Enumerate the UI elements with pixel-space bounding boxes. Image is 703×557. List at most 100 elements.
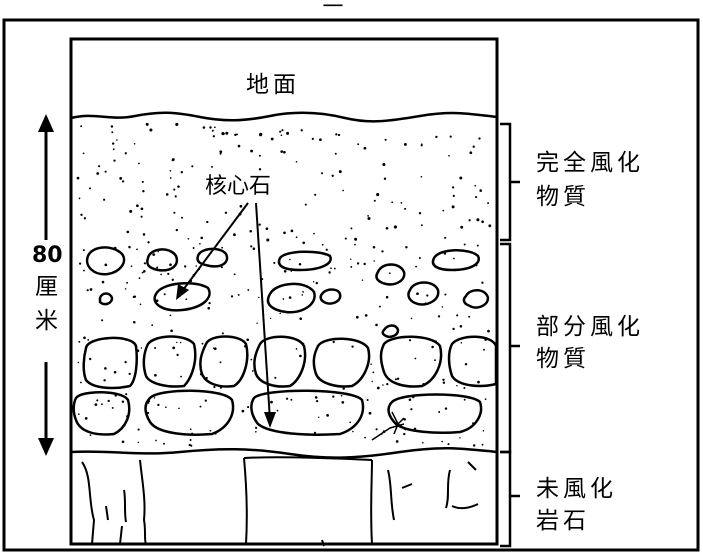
- speckle-dot: [176, 341, 178, 344]
- speckle-dot: [447, 443, 450, 446]
- speckle-dot: [80, 213, 83, 216]
- speckle-dot: [385, 295, 389, 299]
- speckle-dot: [181, 216, 183, 219]
- speckle-dot: [172, 346, 176, 350]
- speckle-dot: [453, 257, 455, 260]
- speckle-dot: [382, 384, 384, 386]
- speckle-dot: [460, 342, 463, 344]
- speckle-dot: [300, 129, 303, 132]
- speckle-dot: [313, 232, 315, 235]
- speckle-dot: [160, 273, 162, 276]
- speckle-dot: [154, 373, 157, 377]
- fully-weathered-label-line1: 完全風化: [536, 150, 644, 176]
- speckle-dot: [373, 199, 376, 202]
- speckle-dot: [225, 131, 229, 135]
- speckle-dot: [76, 176, 80, 180]
- speckle-dot: [211, 129, 214, 132]
- speckle-dot: [207, 306, 210, 310]
- speckle-dot: [314, 193, 317, 196]
- speckle-dot: [349, 421, 352, 424]
- speckle-dot: [478, 137, 481, 140]
- speckle-dot: [279, 130, 282, 133]
- speckle-dot: [237, 144, 241, 148]
- speckle-dot: [326, 414, 329, 417]
- speckle-dot: [141, 180, 144, 183]
- speckle-dot: [338, 170, 342, 174]
- speckle-dot: [153, 397, 156, 399]
- speckle-dot: [151, 324, 154, 327]
- speckle-dot: [241, 409, 245, 413]
- speckle-dot: [138, 162, 140, 165]
- speckle-dot: [283, 269, 287, 273]
- speckle-dot: [119, 176, 123, 180]
- ground-label: 地面: [246, 72, 300, 98]
- speckle-dot: [372, 246, 376, 249]
- speckle-dot: [420, 175, 423, 178]
- speckle-dot: [479, 189, 483, 192]
- speckle-dot: [342, 387, 345, 390]
- speckle-dot: [288, 296, 292, 299]
- speckle-dot: [124, 360, 127, 364]
- speckle-dot: [167, 272, 170, 276]
- speckle-dot: [176, 353, 179, 357]
- speckle-dot: [364, 314, 368, 317]
- speckle-dot: [180, 375, 182, 378]
- speckle-dot: [330, 267, 332, 270]
- speckle-dot: [258, 168, 262, 171]
- speckle-dot: [363, 262, 366, 266]
- speckle-dot: [375, 323, 378, 327]
- speckle-dot: [250, 245, 253, 248]
- depth-value-label: 80: [32, 243, 63, 268]
- speckle-dot: [487, 202, 490, 205]
- speckle-dot: [382, 162, 386, 167]
- speckle-dot: [187, 237, 190, 240]
- speckle-dot: [363, 146, 367, 150]
- speckle-dot: [367, 216, 371, 221]
- speckle-dot: [230, 295, 234, 298]
- speckle-dot: [201, 342, 204, 345]
- speckle-dot: [221, 332, 224, 335]
- speckle-dot: [80, 381, 82, 384]
- speckle-dot: [88, 187, 92, 190]
- speckle-dot: [251, 370, 254, 372]
- speckle-dot: [370, 363, 372, 365]
- speckle-dot: [273, 261, 276, 264]
- speckle-dot: [133, 143, 136, 145]
- speckle-dot: [376, 193, 380, 197]
- figure-title-fragment: 三: [322, 0, 344, 12]
- speckle-dot: [331, 174, 334, 177]
- speckle-dot: [234, 133, 237, 137]
- speckle-dot: [302, 241, 306, 245]
- speckle-dot: [274, 376, 277, 379]
- speckle-dot: [459, 325, 463, 328]
- speckle-dot: [236, 133, 239, 136]
- speckle-dot: [142, 190, 145, 193]
- speckle-dot: [155, 439, 157, 442]
- speckle-dot: [80, 125, 83, 128]
- speckle-dot: [224, 211, 228, 214]
- speckle-dot: [295, 160, 298, 163]
- speckle-dot: [481, 220, 484, 223]
- bedrock-joints: [81, 456, 479, 547]
- speckle-dot: [266, 238, 270, 242]
- speckle-dot: [350, 265, 353, 268]
- speckle-dot: [96, 172, 100, 175]
- speckle-dot: [408, 398, 412, 401]
- speckle-dot: [233, 233, 236, 237]
- speckle-dot: [451, 186, 455, 189]
- speckle-dot: [469, 151, 473, 155]
- speckle-dot: [314, 396, 318, 399]
- speckle-dot: [191, 165, 194, 168]
- speckle-dot: [444, 236, 447, 239]
- speckle-dot: [145, 122, 149, 126]
- speckle-dot: [332, 340, 335, 344]
- speckle-dot: [259, 132, 263, 136]
- speckle-dot: [195, 265, 198, 267]
- speckle-dot: [165, 406, 167, 408]
- speckle-dot: [213, 347, 217, 351]
- speckle-dot: [86, 289, 89, 292]
- speckle-dot: [476, 218, 480, 222]
- speckle-dot: [163, 442, 165, 445]
- speckle-dot: [351, 345, 354, 348]
- speckle-dot: [342, 189, 344, 192]
